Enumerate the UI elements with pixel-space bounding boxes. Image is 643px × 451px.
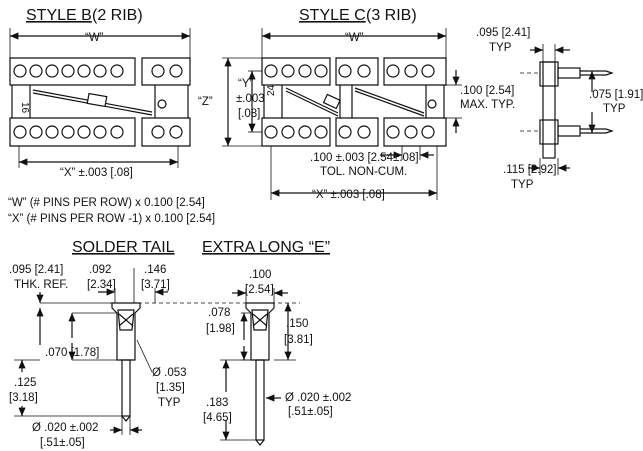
- extra-d100: .100: [249, 269, 271, 281]
- style-c-w-label: “W”: [345, 32, 364, 44]
- extra-d183-mm: [4.65]: [203, 412, 232, 424]
- style-c-max-line1: .100 [2.54]: [460, 85, 514, 97]
- extra-d100-mm: [2.54]: [245, 284, 274, 296]
- solder-d092-mm: [2.34]: [87, 279, 116, 291]
- extra-d150-mm: [3.81]: [284, 334, 313, 346]
- style-c-z-label: “Z”: [198, 96, 213, 108]
- solder-d092: .092: [89, 264, 111, 276]
- solder-d020: Ø .020 ±.002: [32, 422, 98, 434]
- solder-thk-dim: .095 [2.41]: [9, 264, 63, 276]
- side-right-dim: .075 [1.91]: [589, 89, 643, 101]
- side-bottom-dim: .115 [2.92]: [503, 164, 557, 176]
- extra-d078: .078: [208, 307, 230, 319]
- style-c-pin-count: 24: [266, 84, 277, 96]
- solder-d146-mm: [3.71]: [141, 279, 170, 291]
- solder-tail-drawing: [14, 268, 300, 435]
- side-right-typ: TYP: [603, 103, 626, 115]
- solder-d070: .070 [1.78]: [45, 347, 99, 359]
- w-formula: “W” (# PINS PER ROW) x 0.100 [2.54]: [8, 197, 205, 209]
- side-top-typ: TYP: [489, 42, 512, 54]
- extra-long-drawing: [220, 288, 296, 446]
- style-c-y-mm: [.08]: [238, 108, 260, 120]
- side-top-dim: .095 [2.41]: [476, 27, 530, 39]
- style-b-title: STYLE B: [26, 7, 92, 24]
- solder-d053-typ: TYP: [158, 397, 181, 409]
- extra-d183: .183: [206, 397, 228, 409]
- extra-d020-mm: [.51±.05]: [288, 406, 333, 418]
- style-c-y-label: “Y”: [238, 78, 254, 90]
- style-b-rib: (2 RIB): [92, 7, 143, 24]
- x-formula: “X” (# PINS PER ROW -1) x 0.100 [2.54]: [8, 213, 215, 225]
- style-c-rib: (3 RIB): [366, 7, 417, 24]
- style-c-y-tol: ±.003: [236, 93, 265, 105]
- solder-tail-title: SOLDER TAIL: [72, 239, 175, 256]
- side-bottom-typ: TYP: [511, 179, 534, 191]
- solder-d125: .125: [14, 377, 36, 389]
- extra-d078-mm: [1.98]: [206, 323, 235, 335]
- solder-d125-mm: [3.18]: [9, 392, 38, 404]
- solder-d053: Ø .053: [152, 367, 187, 379]
- style-b-w-label: “W”: [85, 32, 104, 44]
- extra-long-title: EXTRA LONG “E”: [202, 239, 330, 256]
- side-view-drawing: [520, 44, 614, 175]
- extra-d020: Ø .020 ±.002: [285, 392, 351, 404]
- style-b-drawing: [9, 28, 191, 168]
- style-c-title: STYLE C: [299, 7, 366, 24]
- solder-d146: .146: [144, 264, 166, 276]
- style-b-x-label: “X” ±.003 [.08]: [60, 167, 133, 179]
- solder-d053-mm: [1.35]: [156, 382, 185, 394]
- style-c-x-label: “X” ±.003 [.08]: [312, 189, 385, 201]
- style-c-max-line2: MAX. TYP.: [460, 99, 515, 111]
- style-b-pin-count: 16: [19, 102, 30, 114]
- extra-d150: .150: [286, 318, 308, 330]
- style-c-pitch-line2: TOL. NON-CUM.: [320, 166, 407, 178]
- solder-d020-mm: [.51±.05]: [40, 437, 85, 449]
- style-c-drawing: [222, 28, 462, 200]
- style-c-pins: [264, 64, 435, 139]
- style-c-pitch-line1: .100 ±.003 [2.54±.08]: [310, 152, 419, 164]
- style-b-pins: [13, 64, 183, 139]
- solder-thk-ref: THK. REF.: [14, 279, 68, 291]
